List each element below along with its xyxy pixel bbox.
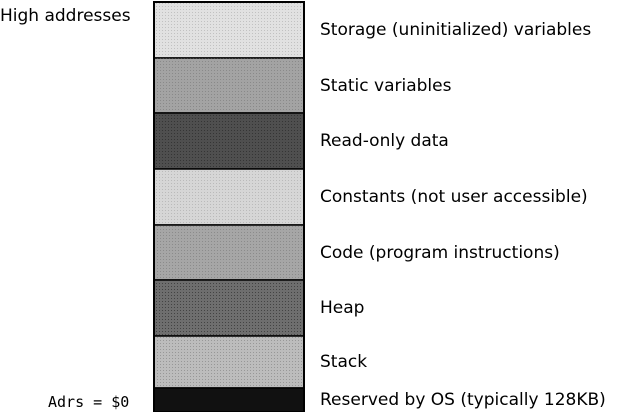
address-zero-label: Adrs = $0	[48, 393, 130, 411]
segment-label-reserved-by-os-typically-128kb: Reserved by OS (typically 128KB)	[320, 390, 606, 410]
segment-label-code-program-instructions: Code (program instructions)	[320, 243, 560, 263]
segment-texture-stack	[154, 336, 304, 388]
segment-label-stack: Stack	[320, 352, 368, 372]
segment-label-read-only-data: Read-only data	[320, 131, 449, 151]
high-addresses-label: High addresses	[0, 6, 131, 26]
memory-stack-outline	[153, 1, 305, 412]
segment-texture-constants-not-user-accessible	[154, 169, 304, 225]
segment-block-reserved-by-os-typically-128kb	[153, 387, 305, 412]
segment-texture-static-variables	[154, 58, 304, 113]
segment-texture-heap	[154, 280, 304, 336]
segment-texture-storage-uninitialized-variables	[154, 2, 304, 58]
segment-label-heap: Heap	[320, 298, 365, 318]
memory-segments	[153, 1, 305, 412]
segment-label-constants-not-user-accessible: Constants (not user accessible)	[320, 187, 588, 207]
segment-label-static-variables: Static variables	[320, 76, 452, 96]
segment-label-storage-uninitialized-variables: Storage (uninitialized) variables	[320, 20, 592, 40]
segment-texture-read-only-data	[154, 113, 304, 169]
segment-texture-code-program-instructions	[154, 225, 304, 280]
